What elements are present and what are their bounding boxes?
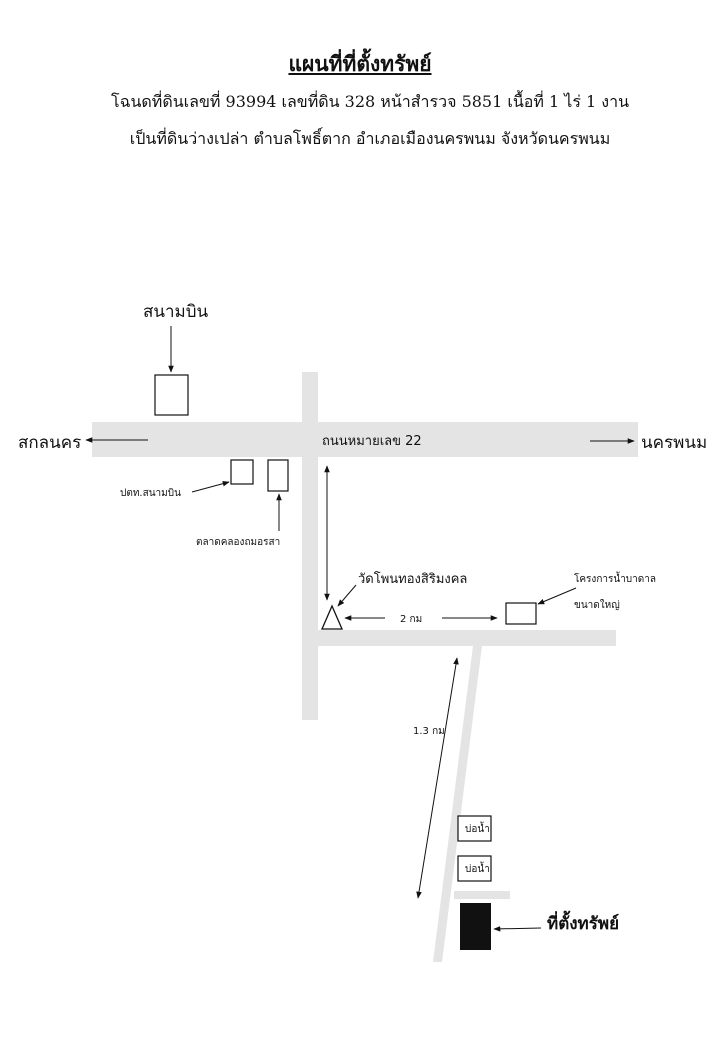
page-title: แผนที่ที่ตั้งทรัพย์ xyxy=(288,51,432,76)
project-label-2: ขนาดใหญ่ xyxy=(574,599,620,611)
property-parcel xyxy=(460,903,491,950)
property-arrow xyxy=(493,926,542,932)
airport-label: สนามบิน xyxy=(143,302,209,322)
deed-info-line: โฉนดที่ดินเลขที่ 93994 เลขที่ดิน 328 หน้… xyxy=(110,92,630,111)
project-arrow xyxy=(537,587,577,605)
well-label-2: บ่อน้ำ xyxy=(465,861,490,875)
distance-south-arrow xyxy=(416,657,459,899)
access-road-spur xyxy=(454,891,510,899)
highway-road xyxy=(92,422,638,457)
temple-label: วัดโพนทองสิริมงคล xyxy=(358,571,467,587)
airport-building xyxy=(154,374,189,416)
distance-south-label: 1.3 กม xyxy=(413,726,445,737)
temple-icon xyxy=(321,604,343,630)
location-info-line: เป็นที่ดินว่างเปล่า ตำบลโพธิ์ตาก อำเภอเม… xyxy=(129,129,611,148)
market-label: ตลาดคลองถมอรสา xyxy=(196,537,280,548)
post-office-arrow xyxy=(191,480,230,493)
well-box-2 xyxy=(457,855,492,882)
distance-east-label: 2 กม xyxy=(400,614,422,625)
vertical-road xyxy=(302,372,318,720)
side-road xyxy=(318,630,616,646)
market-building xyxy=(267,459,289,492)
post-office-label: ปตท.สนามบิน xyxy=(120,488,181,499)
well-box-1 xyxy=(457,815,492,842)
project-building xyxy=(505,602,537,625)
well-label-1: บ่อน้ำ xyxy=(465,821,490,835)
temple-arrow xyxy=(337,584,357,607)
post-office-building xyxy=(230,459,254,485)
property-label: ที่ตั้งทรัพย์ xyxy=(547,910,619,934)
east-city-label: นครพนม xyxy=(641,433,707,453)
west-city-label: สกลนคร xyxy=(18,433,81,453)
highway-label: ถนนหมายเลข 22 xyxy=(322,434,422,449)
project-label-1: โครงการน้ำบาดาล xyxy=(574,571,656,585)
